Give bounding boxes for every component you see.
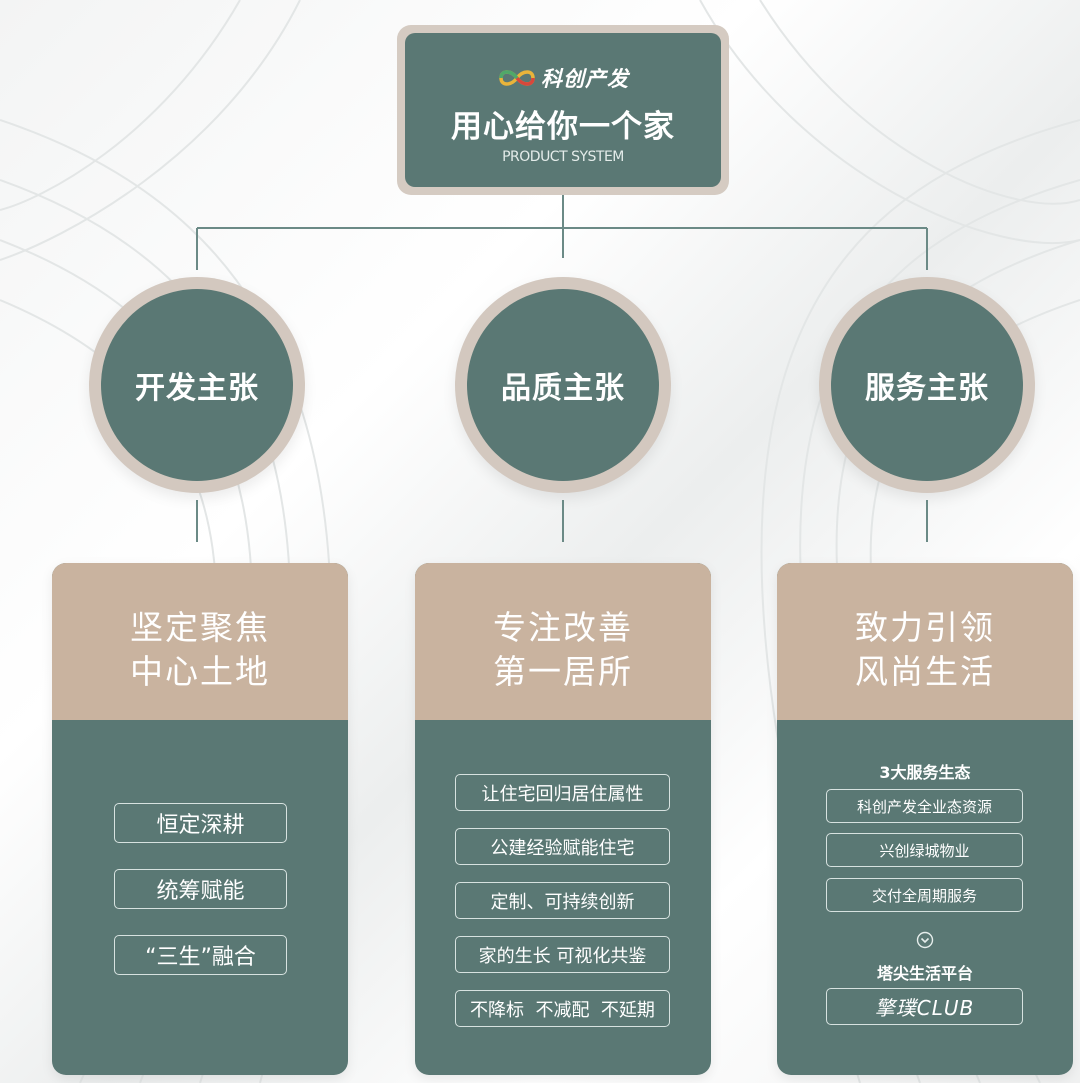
card-heading-line1: 坚定聚焦 <box>130 608 270 647</box>
pillar-label: 品质主张 <box>467 289 659 481</box>
card-header: 专注改善 第一居所 <box>415 563 711 720</box>
brand-logo: 科创产发 <box>405 63 721 93</box>
list-item: 公建经验赋能住宅 <box>455 828 670 865</box>
card-quality: 专注改善 第一居所 让住宅回归居住属性 公建经验赋能住宅 定制、可持续创新 家的… <box>415 563 711 1075</box>
card-development: 坚定聚焦 中心土地 恒定深耕 统筹赋能 “三生”融合 <box>52 563 348 1075</box>
top-box: 科创产发 用心给你一个家 PRODUCT SYSTEM <box>405 33 721 187</box>
card-header: 坚定聚焦 中心土地 <box>52 563 348 720</box>
section-title-ecosystem: 3大服务生态 <box>879 763 971 782</box>
pillar-circle-service: 服务主张 <box>819 277 1035 493</box>
pillar-circle-quality: 品质主张 <box>455 277 671 493</box>
list-item: 兴创绿城物业 <box>826 833 1023 867</box>
list-item: 不降标 不减配 不延期 <box>455 990 670 1027</box>
list-item: 恒定深耕 <box>114 803 287 843</box>
list-item: 让住宅回归居住属性 <box>455 774 670 811</box>
card-header: 致力引领 风尚生活 <box>777 563 1073 720</box>
logo-text: 科创产发 <box>541 67 629 91</box>
club-badge: 擎璞CLUB <box>826 988 1023 1025</box>
card-heading-line1: 致力引领 <box>855 608 995 647</box>
page-title: 用心给你一个家 <box>451 109 675 145</box>
pillar-circle-development: 开发主张 <box>89 277 305 493</box>
chevron-down-circle-icon <box>916 931 934 949</box>
list-item: 统筹赋能 <box>114 869 287 909</box>
card-heading-line1: 专注改善 <box>493 608 633 647</box>
card-service: 致力引领 风尚生活 3大服务生态 科创产发全业态资源 兴创绿城物业 交付全周期服… <box>777 563 1073 1075</box>
pillar-label: 服务主张 <box>831 289 1023 481</box>
list-item: 交付全周期服务 <box>826 878 1023 912</box>
infinity-logo-icon <box>499 70 535 86</box>
card-heading-line2: 中心土地 <box>130 652 270 691</box>
list-item: 家的生长 可视化共鉴 <box>455 936 670 973</box>
card-heading-line2: 风尚生活 <box>855 652 995 691</box>
list-item: 科创产发全业态资源 <box>826 789 1023 823</box>
card-heading-line2: 第一居所 <box>493 652 633 691</box>
pillar-label: 开发主张 <box>101 289 293 481</box>
list-item: “三生”融合 <box>114 935 287 975</box>
page-subtitle: PRODUCT SYSTEM <box>502 149 624 165</box>
section-title-platform: 塔尖生活平台 <box>876 964 973 983</box>
list-item: 定制、可持续创新 <box>455 882 670 919</box>
